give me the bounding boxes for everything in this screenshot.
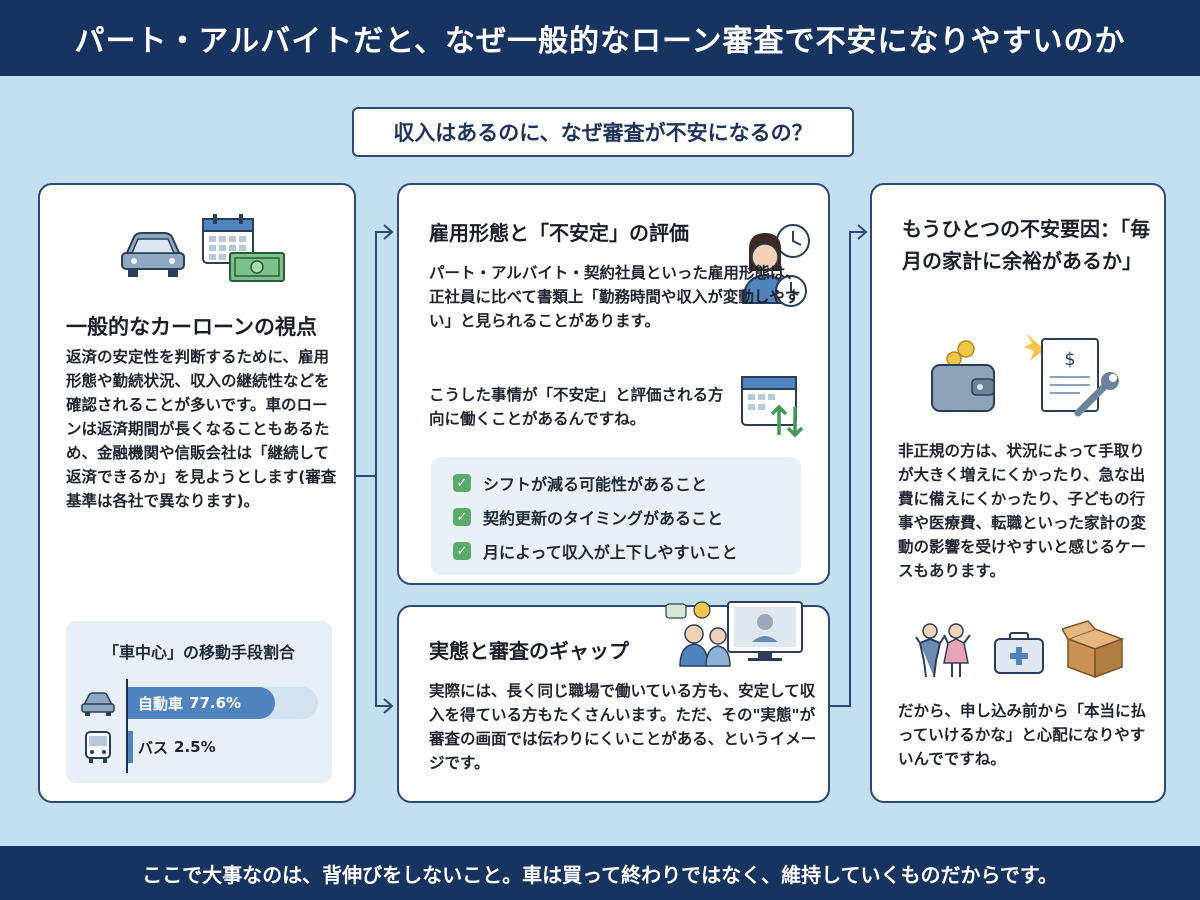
card2-body1: パート・アルバイト・契約社員といった雇用形態は、正社員に比べて書類上「勤務時間や…: [429, 264, 801, 330]
bar-bus-value: 2.5%: [174, 738, 216, 756]
people-monitor-icon: [665, 601, 803, 667]
household-margin-card: もうひとつの不安要因：「毎月の家計に余裕があるか」 $ 非正規の方は、状況によっ…: [870, 183, 1166, 803]
card3-title: 実態と審査のギャップ: [429, 639, 629, 663]
arrowhead-card2: [383, 224, 394, 240]
question-text: 収入はあるのに、なぜ審査が不安になるの？: [393, 121, 813, 145]
check-icon: ✓: [453, 508, 471, 526]
bar-car: 自動車 77.6%: [128, 687, 276, 719]
first-aid-icon: [994, 632, 1044, 674]
arrowhead-card3: [383, 698, 394, 714]
children-icon: [915, 623, 971, 678]
car-icon: [81, 692, 115, 716]
checklist: ✓ シフトが減る可能性があること ✓ 契約更新のタイミングがあること ✓ 月によ…: [431, 457, 801, 575]
check-icon: ✓: [453, 542, 471, 560]
page-footer: ここで大事なのは、背伸びをしないこと。車は買って終わりではなく、維持していくもの…: [0, 846, 1200, 900]
footer-text: ここで大事なのは、背伸びをしないこと。車は買って終わりではなく、維持していくもの…: [142, 862, 1058, 887]
bus-icon: [85, 731, 111, 763]
bar-bus-label: バス: [138, 738, 169, 757]
checklist-item-text: 契約更新のタイミングがあること: [483, 509, 724, 528]
calendar-icon: [202, 214, 254, 264]
chart-axis: [126, 679, 128, 773]
card2-title: 雇用形態と「不安定」の評価: [429, 221, 689, 245]
worker-clock-icon: [741, 224, 810, 307]
card3-body: 実際には、長く同じ職場で働いている方も、安定して収入を得ている方もたくさんいます…: [429, 682, 817, 772]
bar-car-label: 自動車: [138, 694, 184, 713]
card4-title: もうひとつの不安要因：「毎月の家計に余裕があるか」: [902, 217, 1150, 273]
arrow-card1-to-card2: [356, 231, 392, 477]
checklist-item: ✓ 月によって収入が上下しやすいこと: [453, 539, 738, 563]
car-loan-perspective-card: 一般的なカーローンの視点 返済の安定性を判断するために、雇用形態や勤続状況、収入…: [38, 183, 356, 803]
transport-share-chart: 「車中心」の移動手段割合 自動車 77.6% バス 2.5%: [66, 621, 332, 783]
checklist-item-text: シフトが減る可能性があること: [483, 475, 708, 494]
page-title: パート・アルバイトだと、なぜ一般的なローン審査で不安になりやすいのか: [74, 24, 1126, 59]
checklist-item-text: 月によって収入が上下しやすいこと: [483, 543, 738, 562]
money-icon: [229, 252, 285, 282]
card4-body2: だから、申し込み前から「本当に払っていけるかな」と心配になりやすいんでですね。: [898, 702, 1147, 768]
page-header: パート・アルバイトだと、なぜ一般的なローン審査で不安になりやすいのか: [0, 0, 1200, 76]
checklist-item: ✓ シフトが減る可能性があること: [453, 471, 707, 495]
wallet-icon: [931, 340, 995, 412]
bar-bus: [128, 731, 133, 763]
calendar-arrows-icon: [741, 376, 804, 438]
chart-title: 「車中心」の移動手段割合: [102, 643, 295, 662]
bill-wrench-icon: $: [1024, 333, 1119, 417]
bar-car-value: 77.6%: [189, 694, 242, 712]
arrow-card3-to-card4: [830, 231, 866, 707]
svg-text:$: $: [1064, 349, 1075, 370]
check-icon: ✓: [453, 474, 471, 492]
bar-bus-text: バス 2.5%: [128, 731, 216, 763]
card4-body1: 非正規の方は、状況によって手取りが大きく増えにくかったり、急な出費に備えにくかっ…: [898, 442, 1147, 580]
card2-body2: こうした事情が「不安定」と評価される方向に働くことがあるんですね。: [429, 386, 724, 428]
box-icon: [1062, 620, 1125, 679]
arrow-card1-to-card3: [375, 476, 392, 707]
checklist-item: ✓ 契約更新のタイミングがあること: [453, 505, 723, 529]
central-question: 収入はあるのに、なぜ審査が不安になるの？: [352, 107, 854, 157]
car-icon: [121, 232, 185, 277]
card1-body: 返済の安定性を判断するために、雇用形態や勤続状況、収入の継続性などを確認されるこ…: [66, 348, 337, 510]
card1-title: 一般的なカーローンの視点: [66, 315, 317, 339]
arrowhead-card4: [857, 224, 868, 240]
employment-type-card: 雇用形態と「不安定」の評価 パート・アルバイト・契約社員といった雇用形態は、正社…: [397, 183, 830, 585]
